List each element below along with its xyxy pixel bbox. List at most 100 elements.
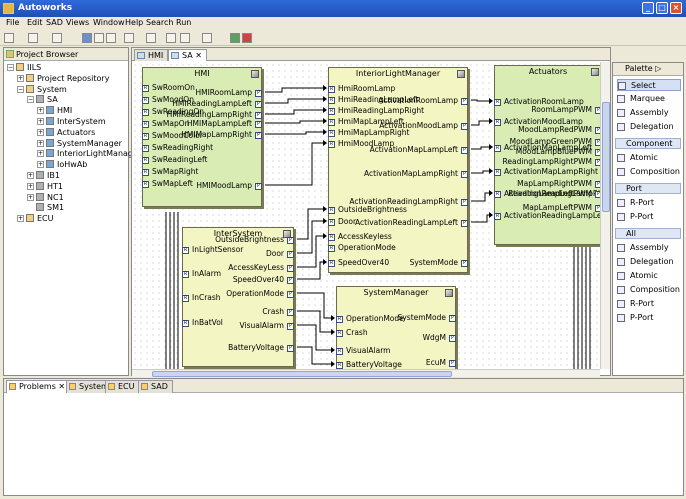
p-port[interactable]: P xyxy=(255,132,262,139)
menu-window[interactable]: Window xyxy=(93,18,125,27)
connection-line[interactable] xyxy=(265,120,326,124)
p-port[interactable]: P xyxy=(449,360,456,367)
expand-toggle-icon[interactable]: + xyxy=(17,74,24,82)
tab-system[interactable]: System xyxy=(66,380,114,393)
palette-tool-marquee[interactable]: Marquee xyxy=(617,93,665,105)
connection-line[interactable] xyxy=(297,346,334,365)
palette-item-r-port[interactable]: R-Port xyxy=(617,197,654,209)
r-port[interactable]: R xyxy=(336,316,343,323)
r-port[interactable]: R xyxy=(328,97,335,104)
r-port[interactable]: R xyxy=(328,260,335,267)
expand-toggle-icon[interactable]: + xyxy=(37,150,44,158)
r-port[interactable]: R xyxy=(494,213,501,220)
menu-sad[interactable]: SAD xyxy=(46,18,63,27)
p-port[interactable]: P xyxy=(287,323,294,330)
p-port[interactable]: P xyxy=(449,335,456,342)
connection-line[interactable] xyxy=(297,235,326,268)
menu-views[interactable]: Views xyxy=(66,18,90,27)
connection-line[interactable] xyxy=(471,99,492,102)
tab-hmi[interactable]: HMI xyxy=(134,49,169,61)
connection-line[interactable] xyxy=(265,87,326,93)
p-port[interactable]: P xyxy=(595,159,600,166)
expand-toggle-icon[interactable]: + xyxy=(27,172,34,179)
undo-icon[interactable] xyxy=(28,33,38,43)
palette-item-p-port[interactable]: P-Port xyxy=(617,211,653,223)
r-port[interactable]: R xyxy=(328,219,335,226)
r-port[interactable]: R xyxy=(142,97,149,104)
palette-item-atomic[interactable]: Atomic xyxy=(617,270,658,282)
connection-line[interactable] xyxy=(265,131,326,135)
p-port[interactable]: P xyxy=(461,123,468,130)
r-port[interactable]: R xyxy=(182,271,189,278)
p-port[interactable]: P xyxy=(461,199,468,206)
r-port[interactable]: R xyxy=(328,234,335,241)
palette-tool-delegation[interactable]: Delegation xyxy=(617,121,674,133)
expand-toggle-icon[interactable]: + xyxy=(37,128,44,136)
expand-toggle-icon[interactable]: − xyxy=(17,85,24,93)
palette-item-r-port[interactable]: R-Port xyxy=(617,298,654,310)
connection-line[interactable] xyxy=(265,109,326,115)
p-port[interactable]: P xyxy=(461,171,468,178)
p-port[interactable]: P xyxy=(595,191,600,198)
p-port[interactable]: P xyxy=(255,90,262,97)
expand-toggle-icon[interactable]: − xyxy=(7,64,14,71)
copy-icon[interactable] xyxy=(106,33,116,43)
expand-toggle-icon[interactable]: − xyxy=(27,96,34,104)
palette-item-composition[interactable]: Composition xyxy=(617,166,680,178)
expand-toggle-icon[interactable]: + xyxy=(37,107,44,115)
menu-edit[interactable]: Edit xyxy=(27,18,43,27)
p-port[interactable]: P xyxy=(461,147,468,154)
horizontal-scroll-thumb[interactable] xyxy=(152,371,452,377)
p-port[interactable]: P xyxy=(595,107,600,114)
connection-line[interactable] xyxy=(297,220,326,254)
connection-line[interactable] xyxy=(265,142,326,186)
tab-ecu[interactable]: ECU xyxy=(105,380,140,393)
r-port[interactable]: R xyxy=(494,169,501,176)
minimize-button[interactable]: _ xyxy=(642,2,654,14)
p-port[interactable]: P xyxy=(287,265,294,272)
palette-drawer-all[interactable]: All xyxy=(615,228,681,239)
r-port[interactable]: R xyxy=(494,119,501,126)
p-port[interactable]: P xyxy=(461,220,468,227)
palette-item-p-port[interactable]: P-Port xyxy=(617,312,653,324)
connection-line[interactable] xyxy=(471,192,492,202)
grid-icon[interactable] xyxy=(166,33,176,43)
r-port[interactable]: R xyxy=(182,295,189,302)
palette-tool-select[interactable]: Select xyxy=(617,79,681,91)
p-port[interactable]: P xyxy=(287,345,294,352)
p-port[interactable]: P xyxy=(595,181,600,188)
palette-tool-assembly[interactable]: Assembly xyxy=(617,107,669,119)
p-port[interactable]: P xyxy=(287,237,294,244)
p-port[interactable]: P xyxy=(287,277,294,284)
redo-icon[interactable] xyxy=(52,33,62,43)
r-port[interactable]: R xyxy=(328,86,335,93)
connection-line[interactable] xyxy=(471,146,492,150)
palette-drawer-component[interactable]: Component xyxy=(615,138,681,149)
r-port[interactable]: R xyxy=(142,133,149,140)
connection-line[interactable] xyxy=(297,292,334,319)
new-icon[interactable] xyxy=(82,33,92,43)
vertical-scroll-thumb[interactable] xyxy=(602,102,610,212)
r-port[interactable]: R xyxy=(142,181,149,188)
connection-line[interactable] xyxy=(471,120,492,126)
layout-icon[interactable] xyxy=(180,33,190,43)
connection-line[interactable] xyxy=(297,261,326,280)
connection-line[interactable] xyxy=(471,214,492,223)
r-port[interactable]: R xyxy=(142,121,149,128)
menu-run[interactable]: Run xyxy=(176,18,192,27)
r-port[interactable]: R xyxy=(328,108,335,115)
r-port[interactable]: R xyxy=(182,247,189,254)
p-port[interactable]: P xyxy=(255,183,262,190)
tab-problems[interactable]: Problems ✕ xyxy=(6,380,71,393)
expand-toggle-icon[interactable]: + xyxy=(37,139,44,147)
r-port[interactable]: R xyxy=(494,191,501,198)
menu-file[interactable]: File xyxy=(6,18,20,27)
expand-toggle-icon[interactable]: + xyxy=(27,182,34,190)
vertical-scrollbar[interactable] xyxy=(600,62,610,369)
tab-sa[interactable]: SA ✕ xyxy=(168,49,207,61)
stop-icon[interactable] xyxy=(242,33,252,43)
p-port[interactable]: P xyxy=(255,121,262,128)
